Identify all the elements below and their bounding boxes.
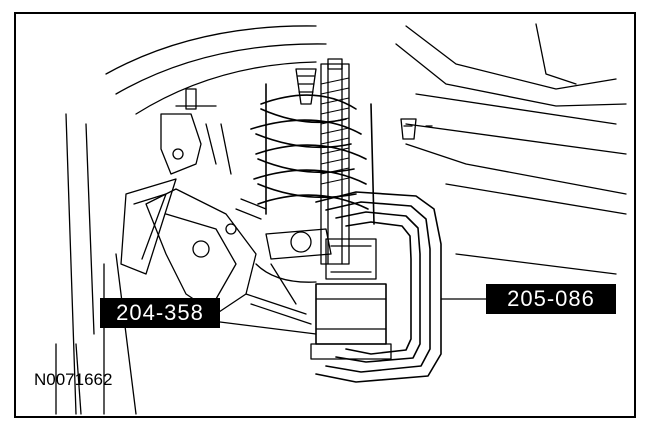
figure-code: N0071662 xyxy=(34,370,113,389)
tool-callout-205-086: 205-086 xyxy=(486,284,616,314)
suspension-illustration xyxy=(55,23,627,415)
tool-callout-204-358: 204-358 xyxy=(100,298,220,328)
illustration-frame: 204-358 205-086 N0071662 xyxy=(14,12,636,418)
